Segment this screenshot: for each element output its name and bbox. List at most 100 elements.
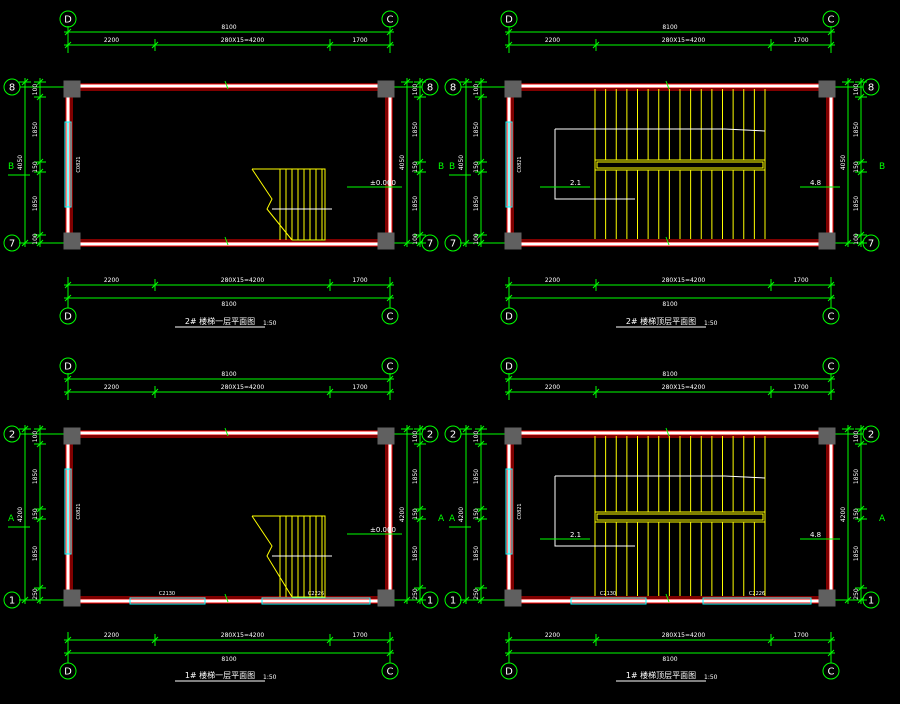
top-seg-dim-tick-3: [386, 41, 394, 49]
left-seg-vdim-tick-4: [36, 231, 44, 239]
left-seg-vdim-text-4: 100: [473, 233, 480, 245]
axis-mid-label-right: A: [879, 514, 886, 524]
right-seg-vdim-text-3: 1850: [412, 196, 419, 211]
bottom-seg-dim-tick-0: [64, 636, 72, 644]
right-seg-vdim-tick-3: [857, 168, 865, 176]
right-total-vdim-tick-1: [844, 596, 852, 604]
right-seg-vdim-tick-0: [416, 425, 424, 433]
right-seg-vdim-text-1: 1850: [412, 469, 419, 484]
right-seg-vdim-tick-2: [416, 505, 424, 513]
top-seg-dim-text-0: 2200: [545, 37, 560, 44]
column-0: [504, 80, 522, 98]
axis-bubble-row-bottom-right-label: 1: [427, 596, 433, 607]
top-seg-dim-tick-0: [64, 41, 72, 49]
bottom-seg-dim-tick-3: [827, 281, 835, 289]
column-3: [377, 589, 395, 607]
axis-bubble-top-left-label: D: [505, 15, 513, 26]
left-seg-vdim-text-1: 1850: [32, 469, 39, 484]
axis-mid-label-left: B: [8, 162, 14, 172]
axis-mid-label-left: B: [449, 162, 455, 172]
left-total-vdim-tick-1: [462, 596, 470, 604]
left-total-vdim-text-0: 4050: [17, 155, 24, 170]
right-seg-vdim-tick-1: [416, 93, 424, 101]
right-seg-vdim-tick-0: [416, 78, 424, 86]
axis-bubble-bottom-right-label: C: [828, 312, 835, 323]
top-seg-dim-text-2: 1700: [793, 37, 808, 44]
left-seg-vdim-tick-1: [36, 440, 44, 448]
left-seg-vdim-text-1: 1850: [32, 122, 39, 137]
column-1: [377, 427, 395, 445]
right-total-vdim-tick-1: [844, 239, 852, 247]
top-total-dim-tick-0: [64, 28, 72, 36]
right-seg-vdim-tick-5: [416, 596, 424, 604]
right-seg-vdim-text-0: 100: [853, 431, 860, 443]
wall-bottom: [65, 241, 393, 247]
plan-scale: 1:50: [704, 320, 718, 327]
left-seg-vdim-tick-1: [477, 93, 485, 101]
bottom-seg-dim-text-0: 2200: [545, 277, 560, 284]
left-seg-vdim-text-4: 100: [32, 233, 39, 245]
bottom-window-right: [702, 597, 812, 605]
top-total-dim-text-0: 8100: [221, 371, 236, 378]
right-total-vdim-tick-0: [844, 78, 852, 86]
column-0: [63, 427, 81, 445]
right-seg-vdim-tick-4: [857, 231, 865, 239]
bottom-seg-dim-text-0: 2200: [104, 632, 119, 639]
bottom-seg-dim-tick-3: [827, 636, 835, 644]
level-up: 4.8: [810, 179, 821, 187]
wall-top: [65, 83, 393, 89]
column-1: [818, 427, 836, 445]
right-seg-vdim-tick-3: [416, 168, 424, 176]
bottom-seg-dim-text-1: 280X15=4200: [662, 277, 706, 284]
top-seg-dim-tick-1: [151, 41, 159, 49]
left-seg-vdim-tick-2: [36, 505, 44, 513]
top-seg-dim-tick-3: [386, 388, 394, 396]
right-seg-vdim-text-2: 150: [412, 161, 419, 173]
break-mark-bottom: [665, 236, 670, 246]
left-seg-vdim-text-3: 1850: [473, 196, 480, 211]
left-seg-vdim-text-0: 100: [32, 84, 39, 96]
axis-bubble-top-left-label: D: [64, 15, 72, 26]
right-seg-vdim-tick-2: [857, 505, 865, 513]
column-2: [63, 589, 81, 607]
axis-bubble-row-bottom-right-label: 7: [868, 239, 874, 250]
left-seg-vdim-tick-3: [36, 168, 44, 176]
right-seg-vdim-text-3: 1850: [853, 196, 860, 211]
axis-bubble-row-bottom-left-label: 7: [450, 239, 456, 250]
right-seg-vdim-text-3: 1850: [853, 546, 860, 561]
axis-bubble-bottom-left-label: D: [64, 312, 72, 323]
wall-right: [387, 430, 393, 604]
bottom-seg-dim-text-0: 2200: [545, 632, 560, 639]
break-mark-bottom: [224, 236, 229, 246]
wall-right: [387, 83, 393, 247]
column-0: [63, 80, 81, 98]
right-seg-vdim-text-3: 1850: [412, 546, 419, 561]
plan-title: 1# 楼梯顶层平面图: [626, 670, 696, 680]
bottom-total-dim-text: 8100: [662, 656, 677, 663]
right-total-vdim-text-0: 4050: [399, 155, 406, 170]
bottom-seg-dim-text-1: 280X15=4200: [221, 632, 265, 639]
left-seg-vdim-tick-2: [477, 158, 485, 166]
plan-title: 2# 楼梯顶层平面图: [626, 316, 696, 326]
bottom-window-right-tag: C2226: [749, 591, 765, 597]
right-seg-vdim-tick-2: [416, 158, 424, 166]
top-seg-dim-text-2: 1700: [793, 384, 808, 391]
top-total-dim-tick-1: [386, 28, 394, 36]
right-total-vdim-text-0: 4200: [399, 507, 406, 522]
left-total-vdim-tick-1: [21, 596, 29, 604]
top-total-dim-tick-1: [386, 375, 394, 383]
axis-bubble-row-bottom-right-label: 7: [427, 239, 433, 250]
right-seg-vdim-text-4: 100: [853, 233, 860, 245]
top-seg-dim-tick-2: [767, 41, 775, 49]
axis-bubble-bottom-right-label: C: [828, 667, 835, 678]
axis-bubble-row-top-left-label: 8: [9, 83, 15, 94]
top-seg-dim-text-1: 280X15=4200: [221, 37, 265, 44]
left-seg-vdim-text-2: 150: [473, 508, 480, 520]
axis-bubble-top-right-label: C: [828, 15, 835, 26]
left-seg-vdim-tick-0: [36, 425, 44, 433]
bottom-seg-dim-text-2: 1700: [352, 632, 367, 639]
right-seg-vdim-text-4: 100: [412, 233, 419, 245]
right-seg-vdim-text-4: 250: [853, 588, 860, 600]
axis-bubble-top-right-label: C: [828, 362, 835, 373]
axis-bubble-bottom-left-label: D: [64, 667, 72, 678]
